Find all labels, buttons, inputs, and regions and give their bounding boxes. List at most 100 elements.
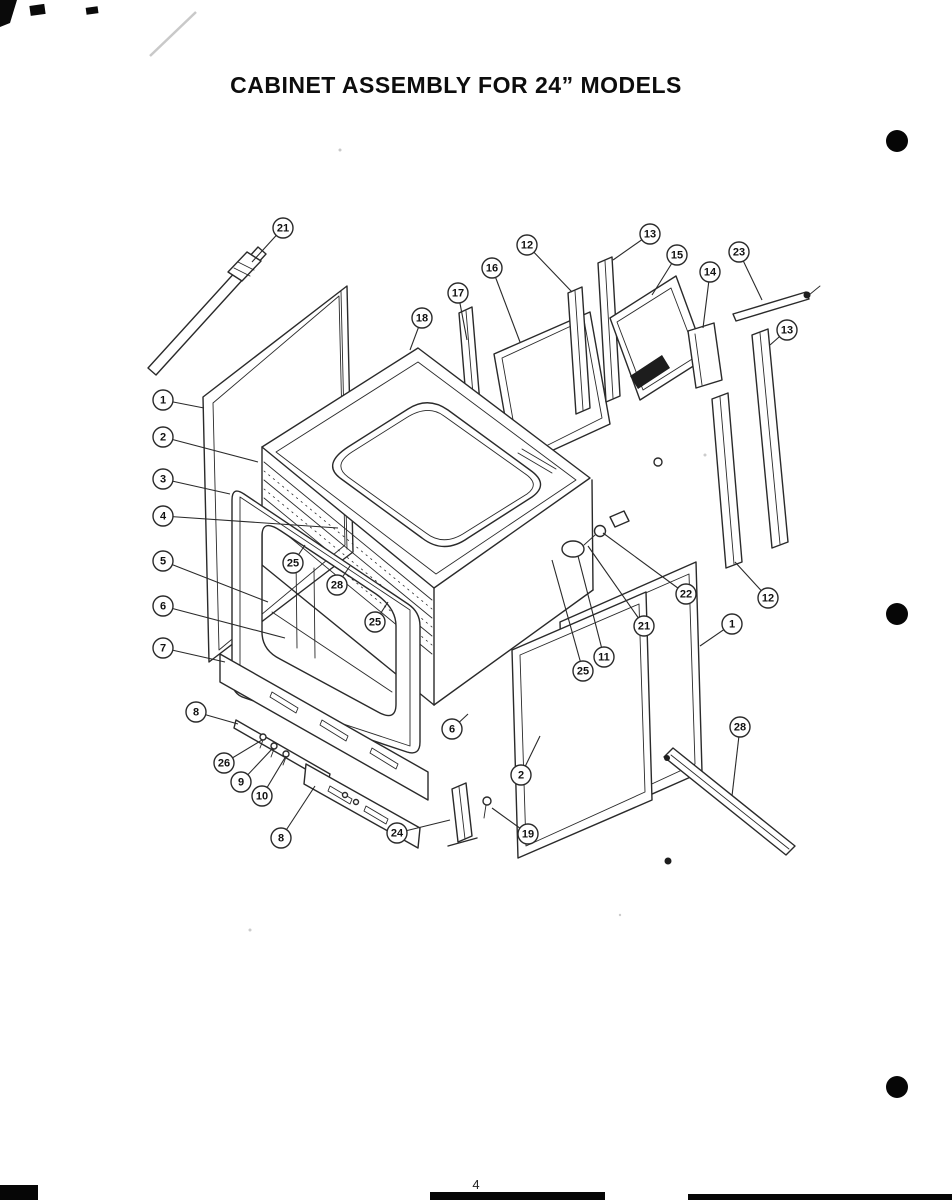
callout-15 <box>666 244 688 266</box>
punch-hole-icon <box>886 130 908 152</box>
callout-1 <box>152 389 174 411</box>
callout-label-10: 10 <box>256 791 268 803</box>
callout-5 <box>152 550 174 572</box>
callout-25 <box>364 611 386 633</box>
callout-label-21: 21 <box>277 223 289 235</box>
part-rod <box>732 285 821 322</box>
callout-label-16: 16 <box>486 263 498 275</box>
callout-label-14: 14 <box>704 267 717 279</box>
callout-label-25: 25 <box>577 666 589 678</box>
page-title: CABINET ASSEMBLY FOR 24” MODELS <box>230 72 682 98</box>
callout-10 <box>251 785 273 807</box>
callout-7 <box>152 637 174 659</box>
callout-1 <box>721 613 743 635</box>
page-number: 4 <box>472 1177 480 1192</box>
callout-22 <box>675 583 697 605</box>
callout-label-2: 2 <box>160 432 166 444</box>
callout-label-15: 15 <box>671 250 683 262</box>
part-cabinet-body <box>261 446 594 706</box>
callout-8 <box>185 701 207 723</box>
callout-12 <box>757 587 779 609</box>
part-bottom-rail <box>219 653 429 801</box>
callout-2 <box>510 764 532 786</box>
callout-6 <box>152 595 174 617</box>
callout-23 <box>728 241 750 263</box>
callout-21 <box>633 615 655 637</box>
callout-leader-6 <box>162 605 286 639</box>
callout-leader-22 <box>602 532 687 595</box>
callout-17 <box>447 282 469 304</box>
callout-18 <box>411 307 433 329</box>
callout-28 <box>326 574 348 596</box>
callout-leader-3 <box>162 478 231 495</box>
part-trim-strip <box>147 246 267 376</box>
callout-21 <box>272 217 294 239</box>
callout-9 <box>230 771 252 793</box>
callout-11 <box>593 646 615 668</box>
callout-4 <box>152 505 174 527</box>
callout-leader-25 <box>551 559 584 672</box>
callout-label-1: 1 <box>160 395 166 407</box>
part-side-trim <box>663 747 796 865</box>
callout-label-12: 12 <box>762 593 774 605</box>
callout-label-9: 9 <box>238 777 244 789</box>
callout-label-23: 23 <box>733 247 745 259</box>
callout-leader-21 <box>587 545 645 627</box>
callout-label-25: 25 <box>369 617 381 629</box>
callout-13 <box>776 319 798 341</box>
callout-label-13: 13 <box>781 325 793 337</box>
callout-label-5: 5 <box>160 556 166 568</box>
callout-label-8: 8 <box>278 833 284 845</box>
callout-2 <box>152 426 174 448</box>
callout-label-11: 11 <box>598 652 610 664</box>
callout-leader-11 <box>577 555 605 658</box>
callout-label-19: 19 <box>522 829 534 841</box>
callout-14 <box>699 261 721 283</box>
callout-label-28: 28 <box>331 580 343 592</box>
part-bracket-box <box>687 322 723 389</box>
callout-leader-4 <box>162 515 339 529</box>
callout-label-26: 26 <box>218 758 230 770</box>
callout-label-8: 8 <box>193 707 199 719</box>
callout-25 <box>282 552 304 574</box>
callout-label-25: 25 <box>287 558 299 570</box>
callout-leader-2 <box>162 436 259 463</box>
callout-label-7: 7 <box>160 643 166 655</box>
callout-label-28: 28 <box>734 722 746 734</box>
part-front-panel <box>511 591 653 859</box>
callout-label-18: 18 <box>416 313 428 325</box>
callout-label-2: 2 <box>518 770 524 782</box>
callout-label-6: 6 <box>449 724 455 736</box>
callout-19 <box>517 823 539 845</box>
part-leg <box>447 782 478 847</box>
callout-12 <box>516 234 538 256</box>
punch-hole-icon <box>886 1076 908 1098</box>
callout-leader-16 <box>491 267 521 343</box>
callout-8 <box>270 827 292 849</box>
punch-hole-icon <box>886 603 908 625</box>
callout-28 <box>729 716 751 738</box>
callout-26 <box>213 752 235 774</box>
callout-label-4: 4 <box>160 511 167 523</box>
callout-24 <box>386 822 408 844</box>
callout-6 <box>441 718 463 740</box>
callout-label-22: 22 <box>680 589 692 601</box>
callout-leader-5 <box>162 560 269 603</box>
callout-16 <box>481 257 503 279</box>
part-screw-hole <box>653 457 663 467</box>
callout-leader-28 <box>731 726 741 797</box>
callout-label-24: 24 <box>391 828 404 840</box>
callout-label-12: 12 <box>521 240 533 252</box>
callout-label-21: 21 <box>638 621 650 633</box>
callout-13 <box>639 223 661 245</box>
callout-label-3: 3 <box>160 474 166 486</box>
callout-label-13: 13 <box>644 229 656 241</box>
part-right-braces <box>711 328 789 569</box>
part-maintop <box>261 347 591 589</box>
part-valve-assembly <box>561 510 630 558</box>
callout-leader-12 <box>526 244 573 293</box>
part-backguard-rails <box>567 256 621 415</box>
